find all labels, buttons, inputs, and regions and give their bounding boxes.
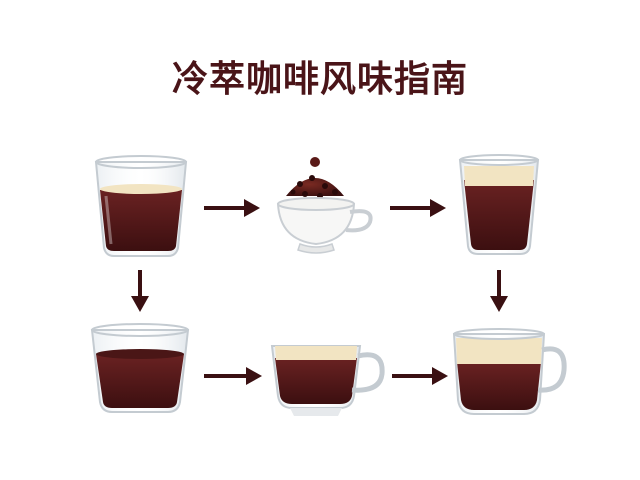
arrow-down-icon	[490, 270, 508, 312]
tumbler-glass-icon	[94, 155, 188, 257]
glass-mug-icon	[452, 328, 567, 415]
arrow-right-icon	[204, 367, 262, 385]
arrow-right-icon	[392, 367, 448, 385]
page-title: 冷萃咖啡风味指南	[171, 59, 468, 100]
glass-mug-icon	[270, 345, 385, 416]
arrow-right-icon	[204, 199, 260, 217]
tall-glass-icon	[458, 154, 540, 255]
arrow-down-icon	[131, 270, 149, 312]
arrow-right-icon	[390, 199, 446, 217]
tumbler-glass-icon	[90, 323, 190, 413]
coffee-grounds-bowl-icon	[276, 157, 373, 254]
